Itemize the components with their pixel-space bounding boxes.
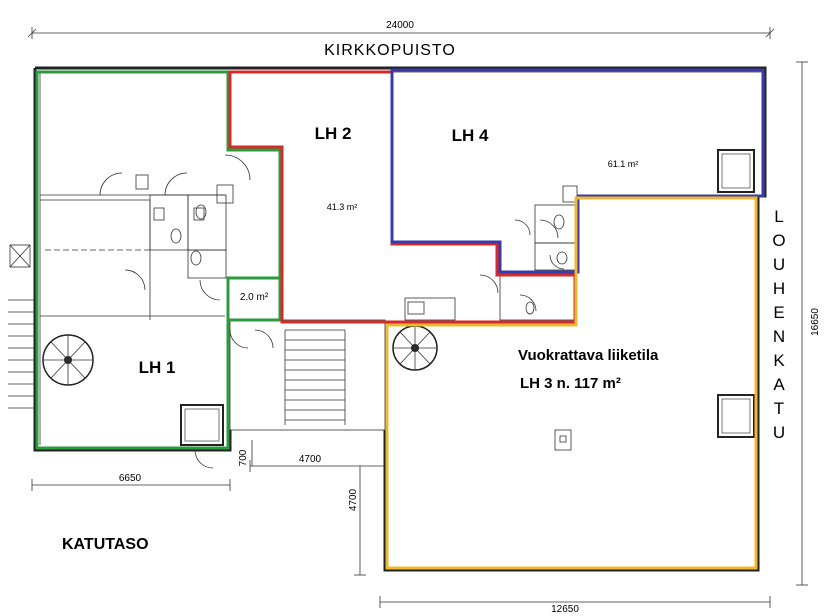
level-label: KATUTASO	[62, 536, 149, 553]
dim-bottom-left: 6650	[119, 473, 142, 484]
outline-lh2	[228, 70, 577, 324]
street-letter: T	[774, 399, 784, 418]
outline-small-room	[226, 276, 282, 322]
room-title-lh3: Vuokrattava liiketila	[518, 347, 659, 364]
street-letter: E	[773, 303, 784, 322]
dim-top-total: 24000	[386, 20, 414, 31]
street-letter: U	[773, 423, 785, 442]
outline-lh3	[385, 196, 758, 570]
street-letter: A	[773, 375, 785, 394]
dimension-lines	[27, 27, 808, 608]
door-swings	[99, 154, 565, 469]
room-area-small: 2.0 m²	[240, 292, 269, 303]
street-letter: O	[772, 231, 785, 250]
dim-right-total: 16650	[810, 308, 821, 336]
outline-lh1	[35, 70, 282, 450]
outline-lh4	[390, 68, 765, 274]
street-letter: K	[773, 351, 785, 370]
street-letter: U	[773, 255, 785, 274]
room-label-lh3: LH 3 n. 117 m²	[520, 375, 621, 392]
entrance-steps	[8, 299, 35, 409]
fixtures	[135, 174, 578, 451]
room-area-lh2: 41.3 m²	[327, 202, 358, 212]
dim-mid-vertical: 4700	[348, 488, 359, 511]
room-label-lh1: LH 1	[139, 358, 176, 377]
elevator-shafts	[180, 149, 755, 446]
dim-small-vertical: 700	[238, 449, 249, 466]
spiral-stair-right	[392, 325, 438, 371]
dimension-labels: 24000 16650 6650 4700 700 4700 12650	[119, 20, 821, 615]
street-letter: H	[773, 279, 785, 298]
street-letter: L	[774, 207, 783, 226]
room-label-lh2: LH 2	[315, 124, 352, 143]
staircase	[284, 329, 346, 425]
dim-mid-horizontal: 4700	[299, 454, 322, 465]
dim-bottom-right: 12650	[551, 604, 579, 615]
street-label-top: KIRKKOPUISTO	[324, 42, 456, 59]
room-area-lh4: 61.1 m²	[608, 159, 639, 169]
street-letter: N	[773, 327, 785, 346]
spiral-stair-left	[42, 334, 94, 386]
room-label-lh4: LH 4	[452, 126, 489, 145]
